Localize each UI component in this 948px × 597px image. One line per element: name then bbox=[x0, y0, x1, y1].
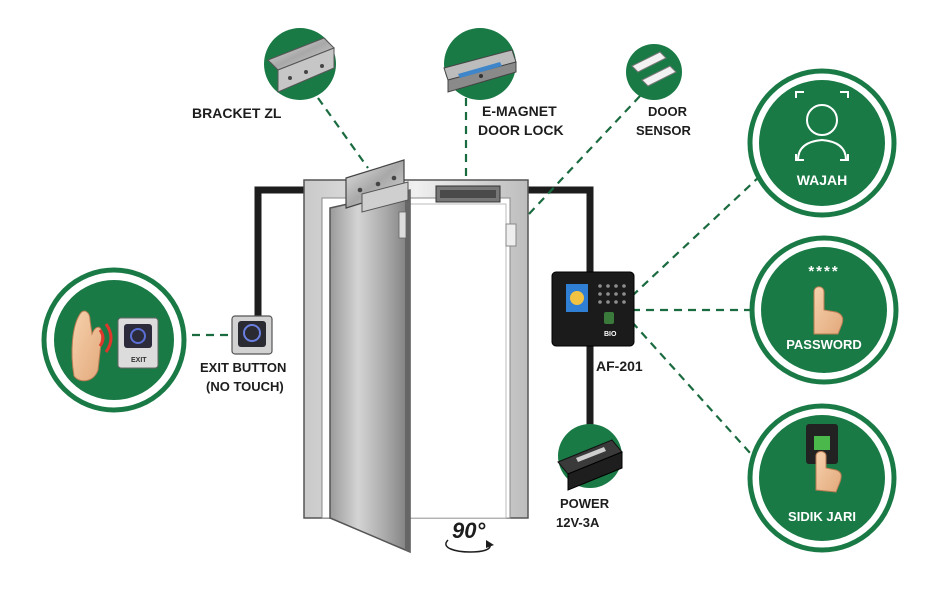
e-magnet-component bbox=[443, 28, 517, 100]
rotate-arrow-icon bbox=[445, 539, 491, 553]
finger-press-icon bbox=[813, 286, 844, 335]
face-connector bbox=[631, 175, 761, 297]
device-fingerprint-sensor bbox=[604, 312, 614, 324]
rotation-indicator: 90° bbox=[445, 518, 494, 553]
method-password-label: PASSWORD bbox=[786, 337, 862, 352]
method-password: **** PASSWORD bbox=[749, 235, 899, 385]
exit-hand-circle: EXIT bbox=[41, 267, 187, 413]
method-face: WAJAH bbox=[747, 68, 897, 218]
fingerprint-scan-icon bbox=[806, 424, 842, 493]
cables bbox=[254, 186, 594, 432]
bracket-zl-label: BRACKET ZL bbox=[192, 105, 282, 121]
exit-button-label-line2: (NO TOUCH) bbox=[206, 379, 284, 394]
mounted-bracket bbox=[345, 159, 409, 213]
bracket-zl-icon bbox=[267, 37, 335, 93]
hand-wave-icon bbox=[71, 310, 113, 382]
door-sensor-label-line2: SENSOR bbox=[636, 123, 692, 138]
mounted-sensor bbox=[505, 223, 517, 247]
e-magnet-label-line2: DOOR LOCK bbox=[478, 122, 564, 138]
sensor-connector bbox=[511, 95, 641, 233]
door-sensor-component bbox=[626, 44, 682, 100]
device-keypad bbox=[598, 284, 626, 304]
power-label-line2: 12V-3A bbox=[556, 515, 600, 530]
exit-plate-text: EXIT bbox=[131, 357, 147, 364]
power-label-line1: POWER bbox=[560, 496, 610, 511]
method-fingerprint: SIDIK JARI bbox=[747, 403, 897, 553]
password-mask: **** bbox=[808, 263, 839, 280]
power-adapter-icon bbox=[557, 439, 623, 491]
exit-plate-icon: EXIT bbox=[117, 317, 159, 369]
exit-button-cable bbox=[254, 186, 304, 318]
exit-button-label-line1: EXIT BUTTON bbox=[200, 360, 286, 375]
fingerprint-connector bbox=[631, 321, 761, 465]
device-brand: BIO bbox=[604, 331, 617, 338]
door-sensor-label-line1: DOOR bbox=[648, 104, 688, 119]
bracket-zl-component bbox=[264, 28, 336, 100]
e-magnet-label-line1: E-MAGNET bbox=[482, 103, 557, 119]
method-face-label: WAJAH bbox=[797, 172, 848, 188]
bracket-connector bbox=[317, 97, 369, 169]
open-door bbox=[329, 189, 411, 554]
dashed-connectors bbox=[192, 95, 761, 465]
door-sensor-icon bbox=[631, 51, 677, 87]
power-component bbox=[557, 424, 623, 491]
device-top-cable bbox=[528, 186, 594, 275]
device-model-label: AF-201 bbox=[596, 358, 643, 374]
method-fingerprint-label: SIDIK JARI bbox=[788, 509, 856, 524]
face-scan-icon bbox=[795, 91, 849, 161]
af-201-device: BIO bbox=[551, 271, 635, 347]
e-magnet-icon bbox=[443, 49, 517, 93]
angle-label: 90° bbox=[452, 518, 485, 543]
exit-button-device bbox=[231, 315, 273, 355]
